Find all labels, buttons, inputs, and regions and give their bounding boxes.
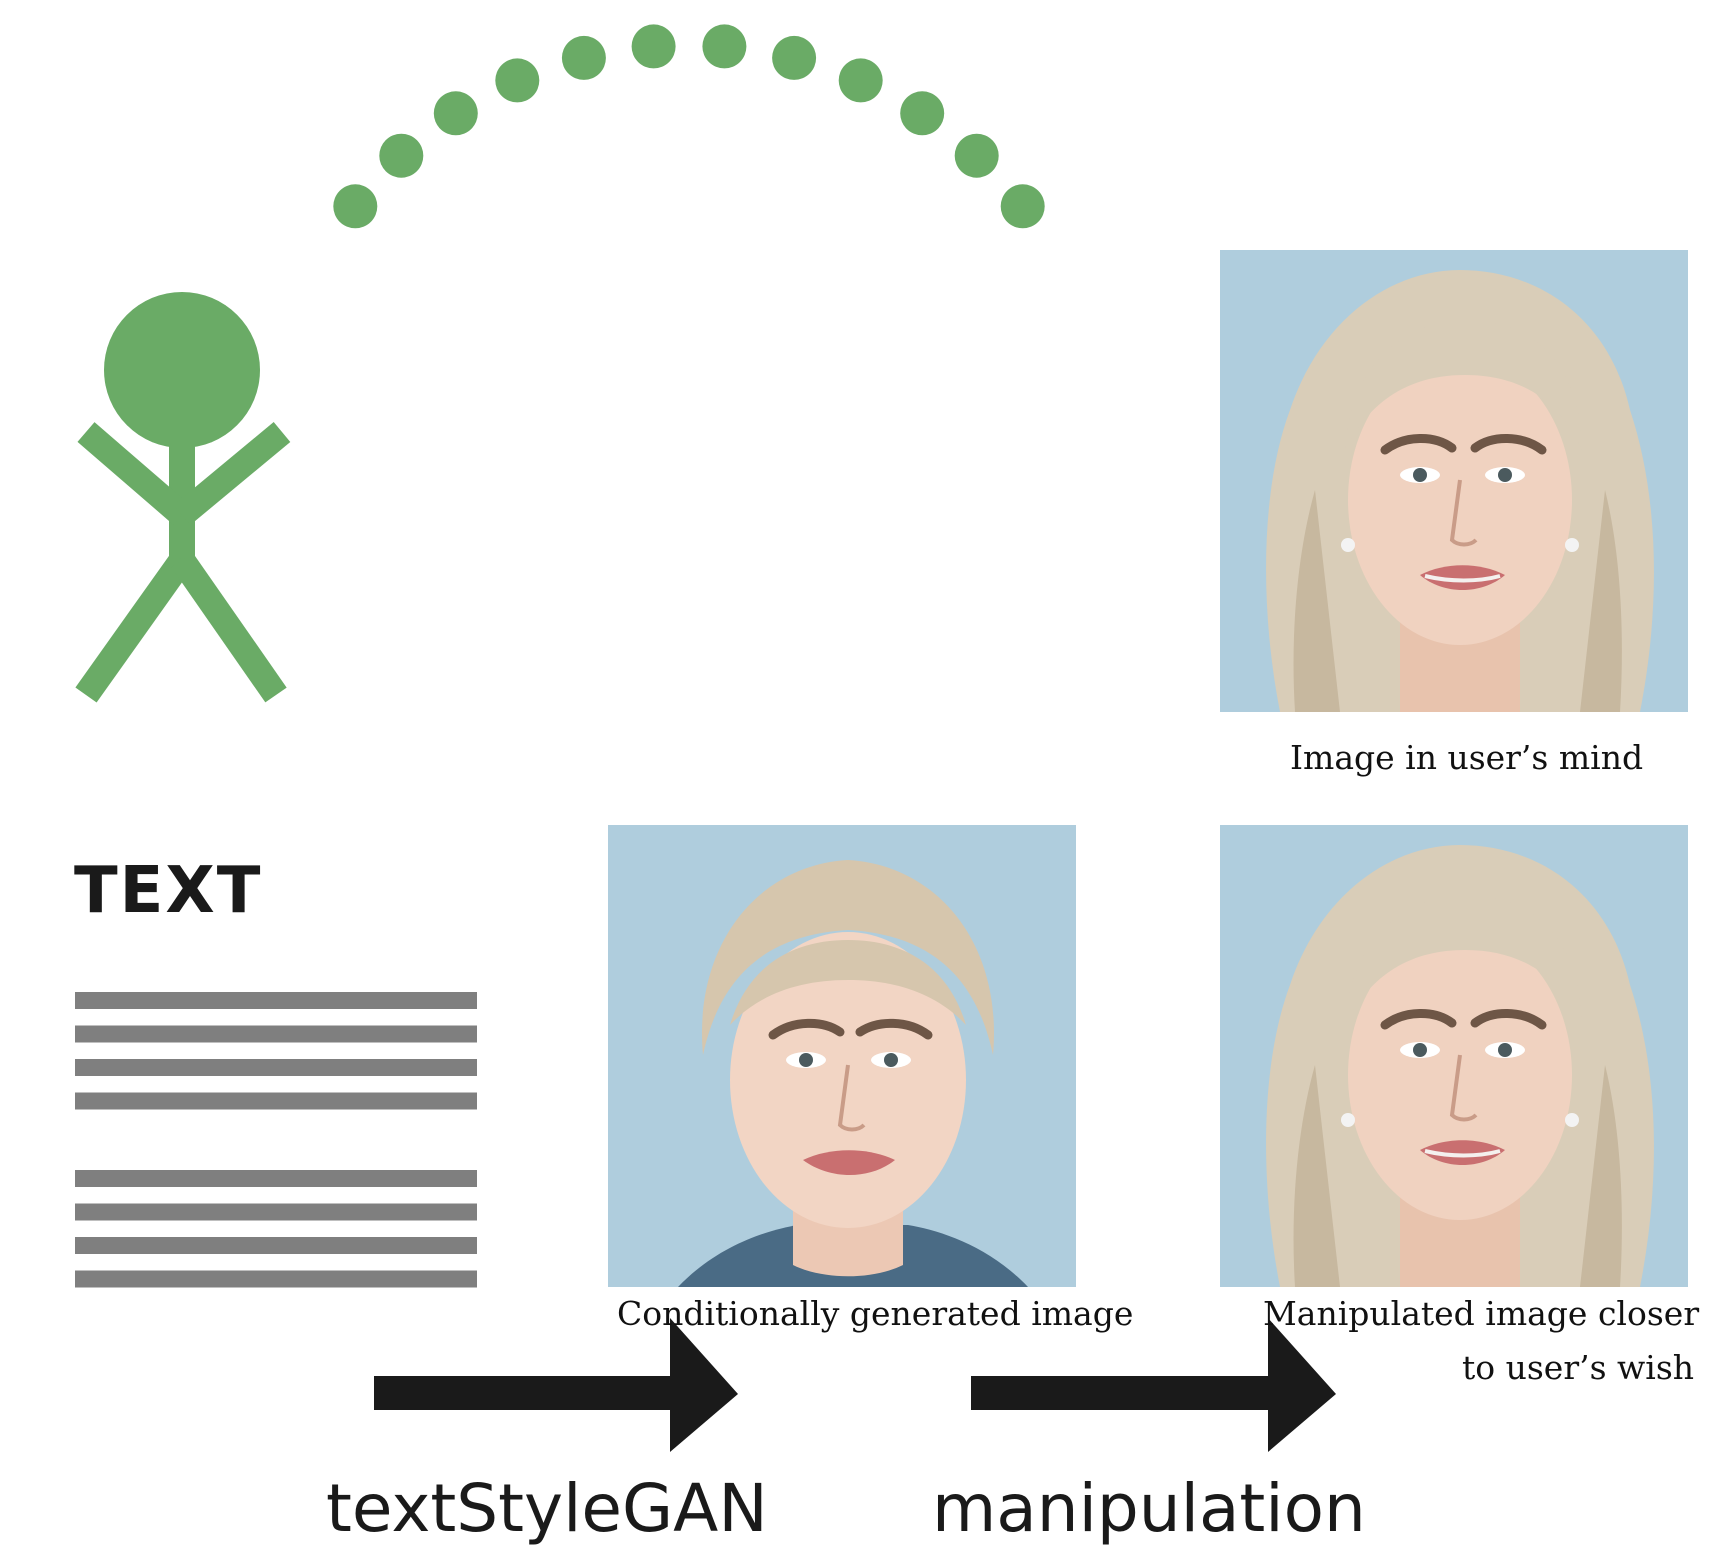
document-text-line [75, 1203, 477, 1221]
document-text-line [75, 1237, 477, 1254]
document-text-line [75, 1025, 477, 1043]
thought-dot [433, 91, 478, 136]
generated-image-caption: Conditionally generated image [617, 1294, 1134, 1333]
document-lines [75, 992, 477, 1288]
thought-dot [1000, 184, 1045, 229]
generated-face-image [608, 825, 1076, 1287]
thought-dot [900, 91, 945, 136]
document-text-line [75, 1092, 477, 1110]
manipulated-face-image [1220, 825, 1688, 1287]
right-arrow-icon [374, 1318, 738, 1452]
target-image-caption: Image in user’s mind [1290, 738, 1644, 777]
thought-trail [333, 24, 1045, 229]
stick-figure-icon [75, 292, 291, 703]
document-text-line [75, 1270, 477, 1288]
thought-dot [561, 35, 606, 80]
document-heading: TEXT [74, 854, 263, 928]
thought-dot [495, 58, 540, 103]
manipulated-image-caption-line1: Manipulated image closer [1263, 1294, 1700, 1333]
thought-dot [631, 24, 676, 69]
thought-dot [379, 133, 424, 178]
thought-dot [772, 35, 817, 80]
thought-dot [838, 58, 883, 103]
document-text-line [75, 992, 477, 1009]
document-text-line [75, 1170, 477, 1187]
thought-dot [333, 184, 378, 229]
thought-dot [954, 133, 999, 178]
manipulated-image-caption-line2: to user’s wish [1462, 1348, 1695, 1387]
target-face-image [1220, 250, 1688, 712]
thought-dot [702, 24, 747, 69]
step-label-manipulation: manipulation [932, 1470, 1366, 1547]
right-arrow-icon [971, 1318, 1336, 1452]
document-text-line [75, 1059, 477, 1076]
step-label-textstylegan: textStyleGAN [326, 1470, 768, 1547]
